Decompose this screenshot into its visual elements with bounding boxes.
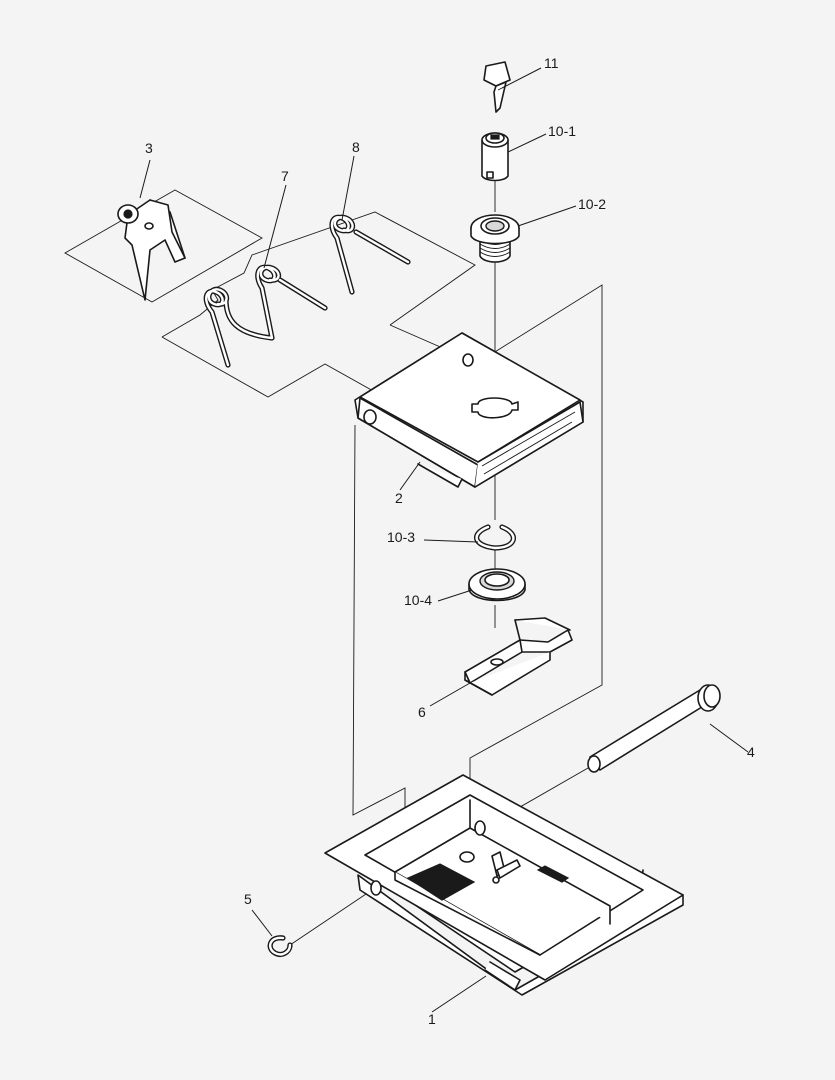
part-4-pin	[587, 684, 721, 773]
part-6-cam-plate	[464, 617, 573, 696]
callout-1: 1	[428, 1011, 436, 1027]
callout-4: 4	[747, 744, 755, 760]
part-11-key	[483, 61, 511, 113]
callout-3: 3	[145, 140, 153, 156]
part-7-torsion-spring-double	[203, 264, 328, 368]
part-10-1-lock-cylinder	[481, 132, 509, 182]
part-3-latch-cam	[117, 199, 186, 301]
part-2-handle-paddle	[354, 332, 584, 488]
part-10-4-washer	[468, 568, 526, 602]
callout-10-2: 10-2	[578, 196, 606, 212]
part-10-3-snap-ring	[474, 524, 516, 551]
callout-labels: 1 2 3 4 5 6 7 8 10-1 10-2 10-3 10-4 11	[145, 55, 755, 1027]
callout-7: 7	[281, 168, 289, 184]
callout-10-1: 10-1	[548, 123, 576, 139]
callout-10-3: 10-3	[387, 529, 415, 545]
part-5-e-clip	[267, 935, 293, 958]
part-10-2-threaded-bushing	[470, 214, 520, 263]
callout-10-4: 10-4	[404, 592, 432, 608]
callout-11: 11	[544, 55, 559, 71]
callout-5: 5	[244, 891, 252, 907]
leader-lines	[139, 67, 749, 1013]
part-8-torsion-spring	[329, 214, 411, 295]
callout-8: 8	[352, 139, 360, 155]
callout-6: 6	[418, 704, 426, 720]
callout-2: 2	[395, 490, 403, 506]
part-1-housing	[324, 774, 684, 996]
